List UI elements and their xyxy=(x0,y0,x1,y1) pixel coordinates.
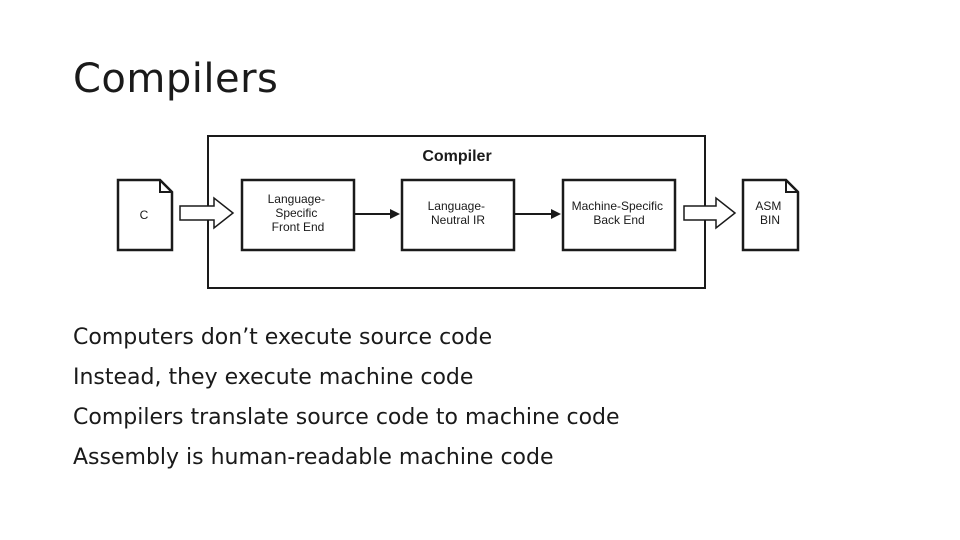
bullet-item: Instead, they execute machine code xyxy=(73,365,474,390)
ir-label: Language- Neutral IR xyxy=(428,199,489,227)
ir-box xyxy=(400,178,516,252)
input-arrow xyxy=(179,196,235,230)
output-file-label: ASM BIN xyxy=(755,199,784,227)
bullet-list: Computers don’t execute source code Inst… xyxy=(73,318,620,478)
output-arrow xyxy=(683,196,737,230)
front-end-box xyxy=(240,178,356,252)
bullet-item: Assembly is human-readable machine code xyxy=(73,445,554,470)
front-end-label: Language- Specific Front End xyxy=(268,192,329,234)
bullet-item: Compilers translate source code to machi… xyxy=(73,405,620,430)
back-end-box xyxy=(561,178,677,252)
output-file-icon xyxy=(741,178,800,252)
back-end-label: Machine-Specific Back End xyxy=(572,199,667,227)
input-file-icon xyxy=(116,178,174,252)
input-file-label: C xyxy=(140,208,149,222)
compiler-label: Compiler xyxy=(422,148,491,165)
bullet-item: Computers don’t execute source code xyxy=(73,325,493,350)
slide-title: Compilers xyxy=(73,56,279,102)
